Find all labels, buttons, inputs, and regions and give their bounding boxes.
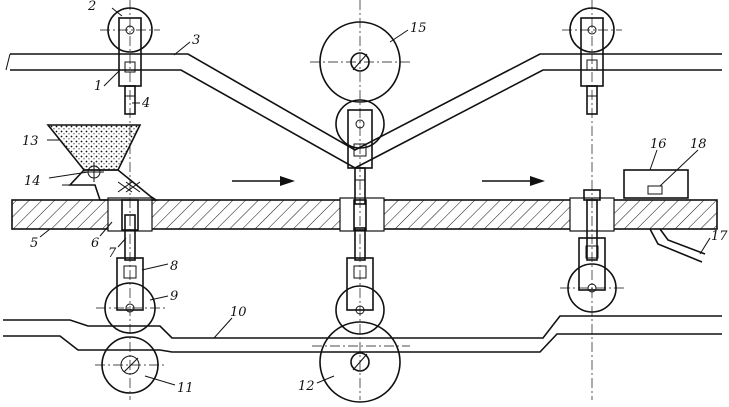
- right-station: [560, 0, 706, 400]
- lower-slide: [116, 257, 144, 311]
- callout-labels: 2 3 1 4 13 14 5 6 7 8 9 10 11 12 15 16 1…: [22, 0, 728, 396]
- callout-16: 16: [650, 137, 667, 152]
- callout-14: 14: [24, 174, 41, 189]
- callout-7: 7: [108, 246, 117, 261]
- callout-17: 17: [711, 229, 728, 244]
- callout-5: 5: [30, 236, 38, 251]
- leader-lines: [39, 7, 711, 386]
- upper-punch: [586, 85, 598, 115]
- callout-6: 6: [91, 236, 99, 251]
- upper-roller: [335, 99, 385, 149]
- lower-roller: [335, 285, 385, 335]
- callout-8: 8: [170, 259, 178, 274]
- lower-punch: [586, 199, 598, 261]
- callout-18: 18: [690, 137, 707, 152]
- lower-punch: [124, 214, 136, 261]
- die-cavity: [121, 199, 139, 231]
- lower-pressure-roller: [319, 321, 401, 403]
- lower-cam-guide: [3, 315, 722, 353]
- callout-4: 4: [141, 96, 150, 111]
- left-station: [46, 0, 165, 400]
- middle-station: [310, 0, 410, 403]
- flow-arrow: [232, 176, 295, 186]
- lower-slide: [578, 237, 606, 291]
- callout-11: 11: [177, 381, 194, 396]
- lower-slide: [346, 257, 374, 311]
- callout-10: 10: [230, 305, 247, 320]
- upper-punch: [354, 167, 366, 205]
- tablet-knock-off: [623, 169, 689, 199]
- callout-13: 13: [22, 134, 39, 149]
- powder-hopper: [46, 124, 159, 201]
- discharge-chute: [649, 228, 703, 263]
- callout-15: 15: [410, 21, 427, 36]
- callout-3: 3: [192, 33, 200, 48]
- callout-2: 2: [87, 0, 96, 14]
- upper-punch: [124, 85, 136, 115]
- callout-1: 1: [94, 79, 102, 94]
- lower-punch: [354, 227, 366, 261]
- callout-12: 12: [298, 379, 315, 394]
- callout-9: 9: [170, 289, 178, 304]
- flow-arrow: [482, 176, 545, 186]
